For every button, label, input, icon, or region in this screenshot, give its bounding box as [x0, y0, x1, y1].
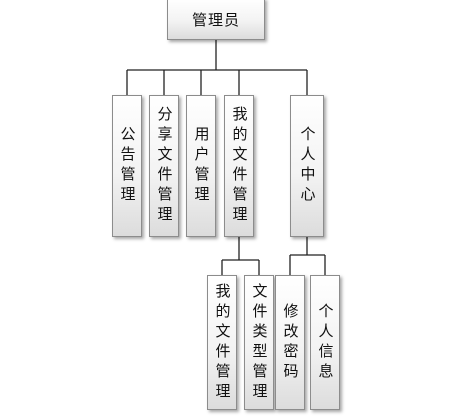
- node-change-password-label: 修改密码: [281, 302, 300, 383]
- node-sub-my-file-management: 我的文件管理: [207, 275, 237, 410]
- node-user-management: 用户管理: [186, 95, 216, 237]
- node-sub-my-file-management-label: 我的文件管理: [213, 282, 232, 403]
- node-change-password: 修改密码: [275, 275, 305, 410]
- node-administrator-label: 管理员: [191, 10, 240, 29]
- node-announcement-management: 公告管理: [112, 95, 142, 237]
- node-shared-file-management-label: 分享文件管理: [155, 106, 174, 226]
- node-administrator: 管理员: [167, 0, 265, 40]
- node-personal-information-label: 个人信息: [316, 302, 335, 383]
- node-personal-center: 个人中心: [290, 95, 324, 237]
- node-shared-file-management: 分享文件管理: [149, 95, 179, 237]
- node-my-file-management: 我的文件管理: [224, 95, 254, 237]
- node-personal-center-label: 个人中心: [298, 126, 317, 206]
- node-my-file-management-label: 我的文件管理: [230, 106, 249, 226]
- node-personal-information: 个人信息: [310, 275, 340, 410]
- node-file-type-management: 文件类型管理: [244, 275, 274, 410]
- node-user-management-label: 用户管理: [192, 126, 211, 206]
- node-file-type-management-label: 文件类型管理: [250, 282, 269, 403]
- node-announcement-management-label: 公告管理: [118, 126, 137, 206]
